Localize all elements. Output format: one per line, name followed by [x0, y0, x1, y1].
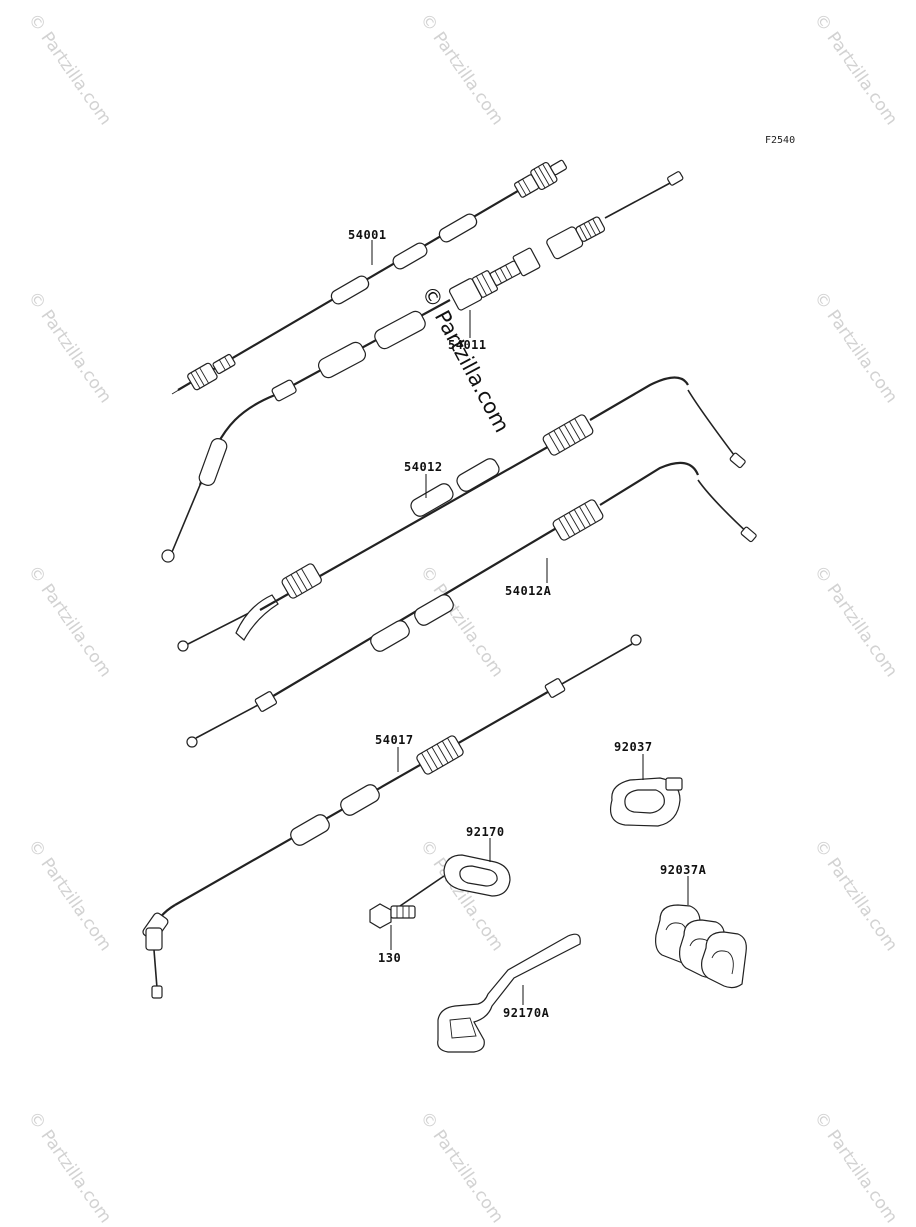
part-label-54012[interactable]: 54012: [404, 460, 443, 474]
cable-54011: [161, 171, 684, 563]
part-92037: [609, 777, 683, 827]
part-92037A: [655, 904, 747, 989]
part-label-92037[interactable]: 92037: [614, 740, 653, 754]
part-label-92170A[interactable]: 92170A: [503, 1006, 550, 1020]
parts-diagram: © Partzilla.com © Partzilla.com © Partzi…: [24, 10, 902, 1227]
part-label-92170[interactable]: 92170: [466, 825, 505, 839]
part-label-54001[interactable]: 54001: [348, 228, 387, 242]
part-label-130[interactable]: 130: [378, 951, 402, 965]
part-label-92037A[interactable]: 92037A: [660, 863, 707, 877]
part-92170: [399, 854, 511, 907]
part-label-54011[interactable]: 54011: [448, 338, 487, 352]
part-92170A: [437, 933, 581, 1053]
part-label-54012A[interactable]: 54012A: [505, 584, 552, 598]
cable-54012: [177, 376, 746, 652]
part-label-54017[interactable]: 54017: [375, 733, 414, 747]
cables-drawing: [142, 159, 757, 1053]
cable-54012A: [186, 461, 757, 748]
cable-54017: [142, 634, 642, 999]
figure-code: F2540: [765, 135, 796, 146]
part-130: [369, 903, 416, 929]
cable-54001: [171, 159, 568, 395]
